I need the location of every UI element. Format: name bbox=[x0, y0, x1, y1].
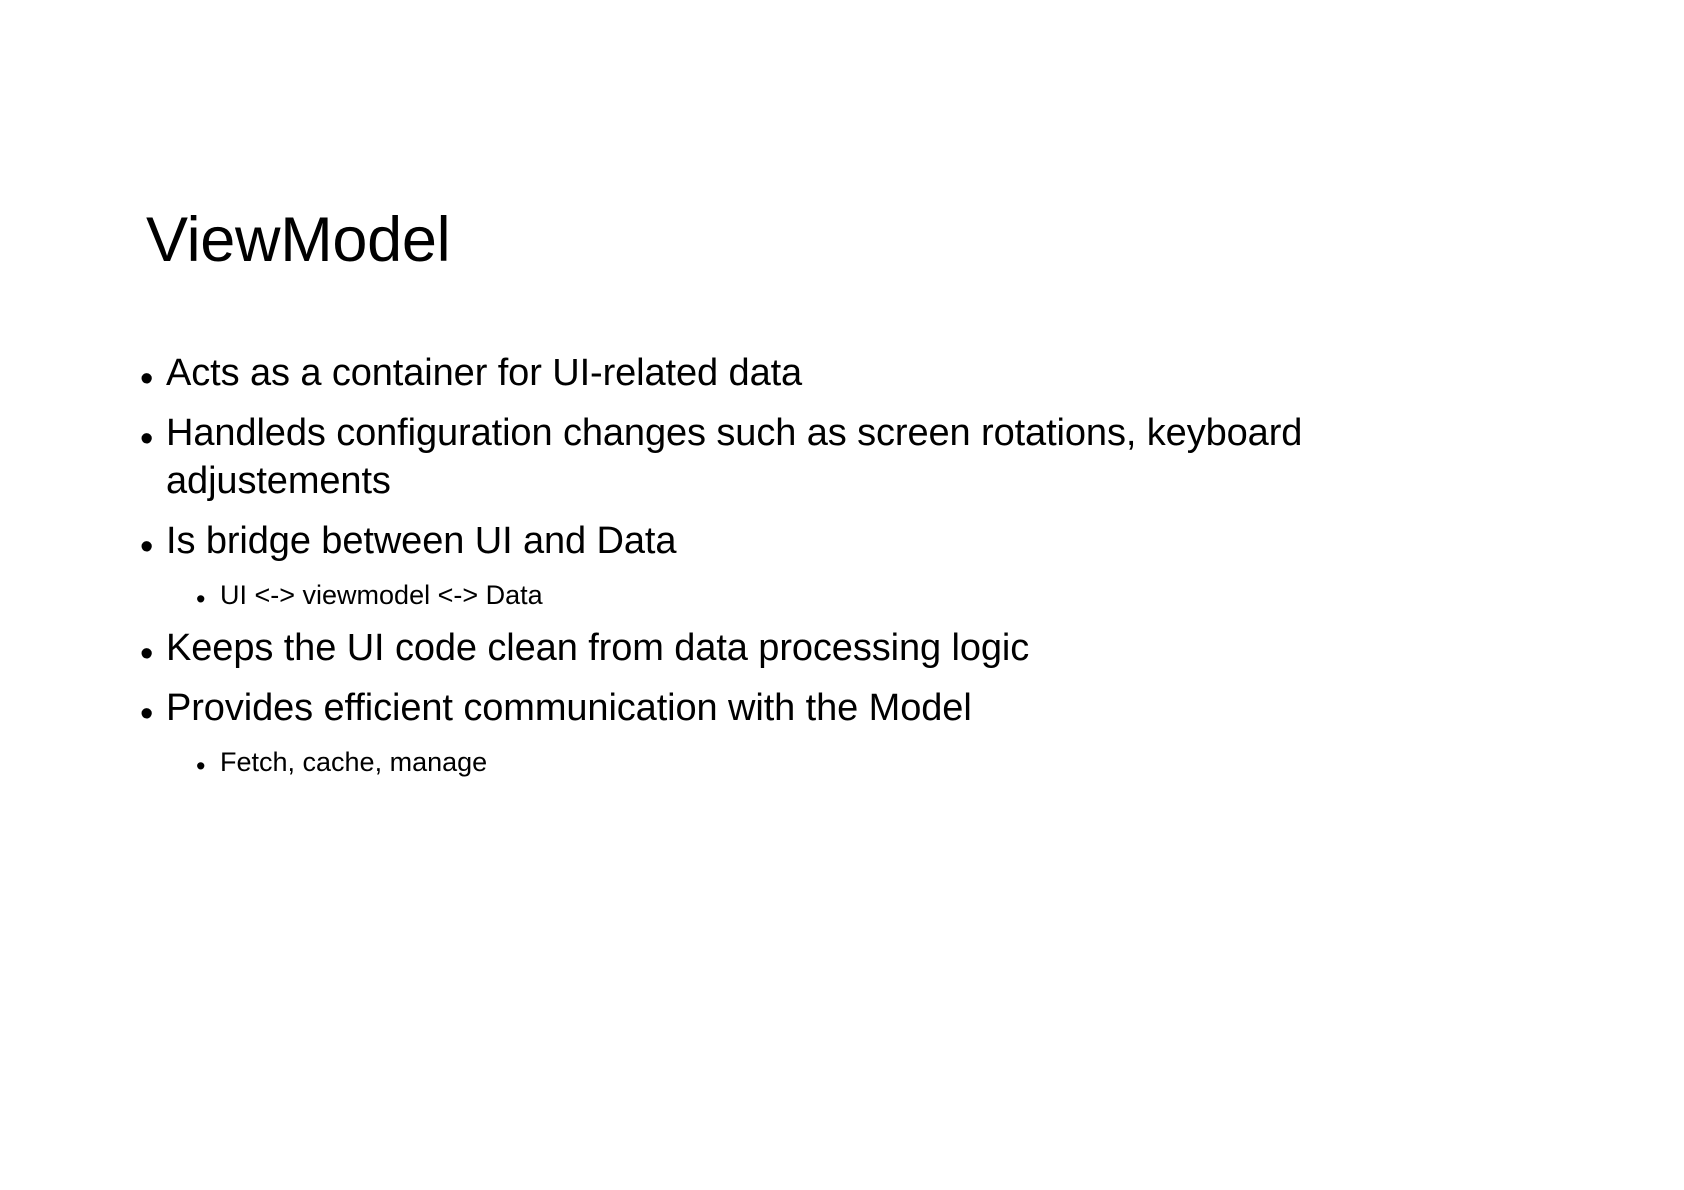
bullet-marker-icon: • bbox=[140, 358, 154, 400]
list-item: • Keeps the UI code clean from data proc… bbox=[140, 625, 1390, 673]
list-item: • Handleds configuration changes such as… bbox=[140, 410, 1390, 506]
list-item-text: Acts as a container for UI-related data bbox=[166, 352, 803, 394]
list-item-text: Is bridge between UI and Data bbox=[166, 519, 677, 562]
list-item: • Acts as a container for UI-related dat… bbox=[140, 350, 1390, 398]
bullet-list: • Acts as a container for UI-related dat… bbox=[140, 350, 1390, 792]
list-item: • Provides efficient communication with … bbox=[140, 685, 1390, 733]
sub-list-item-text: Fetch, cache, manage bbox=[220, 746, 488, 777]
bullet-marker-icon: • bbox=[196, 750, 206, 781]
sub-list-item: • UI <-> viewmodel <-> Data bbox=[140, 578, 1390, 613]
bullet-marker-icon: • bbox=[140, 632, 154, 675]
sub-list-item: • Fetch, cache, manage bbox=[140, 745, 1390, 780]
bullet-marker-icon: • bbox=[140, 692, 154, 735]
bullet-marker-icon: • bbox=[196, 583, 206, 614]
bullet-marker-icon: • bbox=[140, 525, 154, 568]
list-item-text: Handleds configuration changes such as s… bbox=[166, 412, 1303, 502]
list-item: • Is bridge between UI and Data bbox=[140, 518, 1390, 566]
list-item-text: Provides efficient communication with th… bbox=[166, 686, 972, 729]
list-item-text: Keeps the UI code clean from data proces… bbox=[166, 626, 1030, 669]
sub-list-item-text: UI <-> viewmodel <-> Data bbox=[220, 579, 543, 610]
bullet-marker-icon: • bbox=[140, 418, 154, 460]
page-title: ViewModel bbox=[146, 205, 451, 275]
